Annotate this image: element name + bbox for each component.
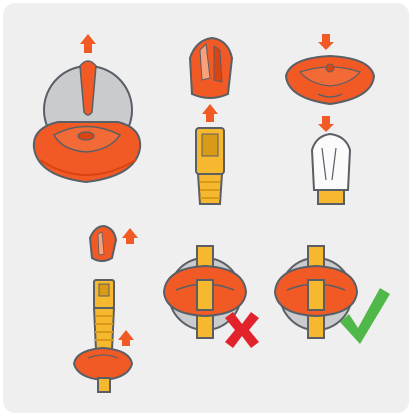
cap-hole	[78, 132, 94, 140]
up-arrow-icon	[122, 228, 138, 244]
panel-correct	[275, 246, 390, 344]
up-arrow-icon	[202, 104, 218, 122]
orange-boot	[190, 38, 232, 98]
panel-lift-pin	[34, 34, 140, 182]
panel-incorrect	[164, 246, 259, 348]
orange-cap	[74, 348, 132, 380]
yellow-cable	[94, 308, 114, 350]
yellow-cable	[318, 190, 344, 204]
down-arrow-icon	[318, 116, 334, 132]
white-clip	[312, 134, 350, 190]
down-arrow-icon	[318, 34, 334, 50]
panel-press-clip	[286, 34, 374, 204]
cross-icon	[225, 312, 259, 348]
panel-remove-boot	[190, 38, 232, 204]
up-arrow-icon	[80, 34, 96, 53]
up-arrow-icon	[118, 330, 134, 346]
panel-slide-boot	[74, 226, 138, 392]
